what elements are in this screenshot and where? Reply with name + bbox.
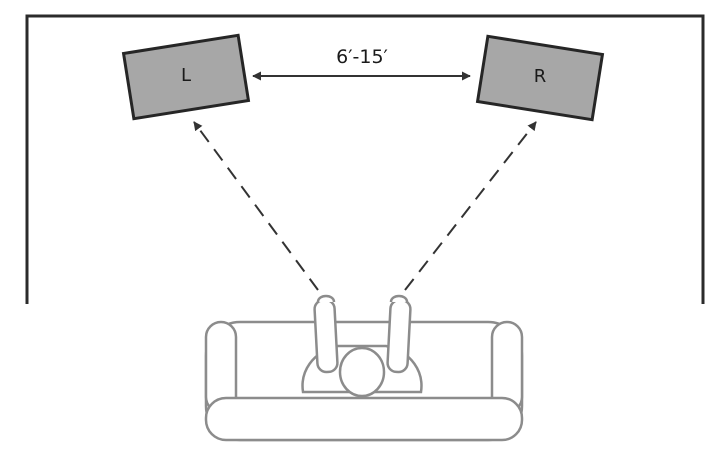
listener-left-arm: [313, 298, 339, 374]
sofa-seat: [204, 396, 524, 442]
listener-head: [338, 346, 386, 398]
right-speaker: R: [475, 34, 605, 122]
left-speaker-label: L: [181, 65, 191, 86]
listener: [301, 294, 423, 398]
right-speaker-label: R: [534, 66, 547, 87]
listener-right-arm: [386, 298, 412, 374]
listener-left-hand: [316, 294, 336, 303]
left-sight-line: [193, 121, 319, 291]
right-sight-line: [404, 121, 537, 291]
sofa: [204, 320, 524, 442]
distance-label: 6′-15′: [336, 46, 388, 68]
left-speaker: L: [121, 33, 251, 121]
room-walls: [25, 14, 705, 304]
listener-right-hand: [389, 294, 409, 303]
